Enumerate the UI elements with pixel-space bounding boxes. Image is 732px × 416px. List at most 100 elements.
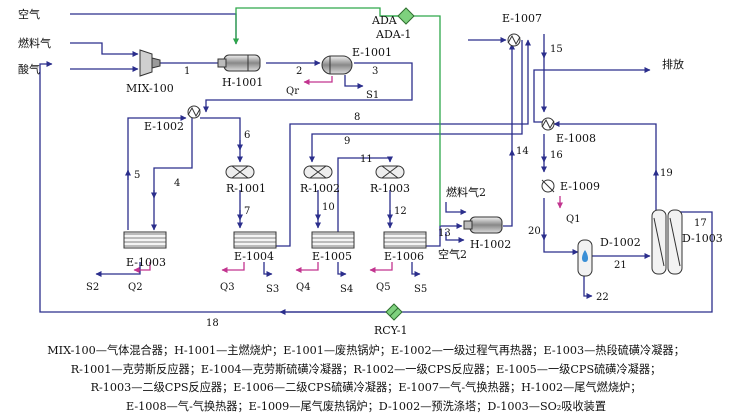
unit-r1003-label: R-1003 <box>370 182 410 195</box>
unit-h1002-label: H-1002 <box>470 238 511 251</box>
stream-1-label: 1 <box>184 66 190 77</box>
vent-line <box>534 70 650 122</box>
adjuster-ada1 <box>398 8 414 24</box>
legend-line-2: R-1001—克劳斯反应器；E-1004—克劳斯硫磺冷凝器；R-1002—一级C… <box>0 361 732 380</box>
fuel-gas2-line <box>446 202 466 212</box>
stream-6-label: 6 <box>244 130 250 141</box>
heat-Q3-label: Q3 <box>220 282 235 293</box>
stream-S1-line <box>345 75 363 86</box>
condenser-e1005 <box>312 232 354 248</box>
heat-Q4-label: Q4 <box>296 282 311 293</box>
unit-rcy1-label: RCY-1 <box>374 324 407 337</box>
unit-e1001-label: E-1001 <box>352 46 392 59</box>
fuel-gas2-label: 燃料气2 <box>446 185 486 199</box>
heat-Q4-line <box>296 262 318 270</box>
stream-9-label: 9 <box>344 136 350 147</box>
boiler-e1001 <box>322 56 352 74</box>
acid-gas-input-label: 酸气 <box>18 62 40 76</box>
stream-16-label: 16 <box>550 150 563 161</box>
heat-Qr-label: Qr <box>286 86 299 97</box>
unit-e1003-label: E-1003 <box>126 256 166 269</box>
heater-e1002 <box>188 106 200 118</box>
stream-S3-label: S3 <box>266 284 279 295</box>
stream-21-label: 21 <box>614 260 627 271</box>
unit-d1003-label: D-1003 <box>682 232 723 245</box>
stream-11-label: 11 <box>360 154 373 165</box>
stream-8-label: 8 <box>354 112 360 123</box>
heat-Q5-label: Q5 <box>376 282 391 293</box>
legend-line-1: MIX-100—气体混合器；H-1001—主燃烧炉；E-1001—废热锅炉；E-… <box>0 342 732 361</box>
unit-mix100-label: MIX-100 <box>126 82 174 95</box>
stream-7-label: 7 <box>244 206 250 217</box>
heat-Q5-line <box>370 262 392 270</box>
heat-Qr-line <box>304 76 332 82</box>
legend-line-3: R-1003—二级CPS反应器；E-1006—二级CPS硫磺冷凝器；E-1007… <box>0 379 732 398</box>
reactor-r1001 <box>226 166 254 178</box>
unit-e1008-label: E-1008 <box>556 132 596 145</box>
stream-6-line <box>200 118 240 162</box>
stream-13-label: 13 <box>438 228 451 239</box>
stream-4-label: 4 <box>174 178 180 189</box>
unit-e1006-label: E-1006 <box>384 250 424 263</box>
stream-4-line <box>154 118 192 230</box>
stream-S2-label: S2 <box>86 282 99 293</box>
heat-Q3-line <box>222 262 244 270</box>
condenser-e1004 <box>234 232 276 248</box>
process-flow-diagram: 空气 燃料气 酸气 排放 MIX-100 ADA ADA-1 H-1001 E-… <box>0 0 732 340</box>
recycle-rcy1 <box>386 304 402 320</box>
fuel-gas-input-label: 燃料气 <box>18 36 51 50</box>
unit-r1002-label: R-1002 <box>300 182 340 195</box>
furnace-h1001 <box>218 55 260 71</box>
absorber-d1003 <box>652 210 682 274</box>
unit-e1002-label: E-1002 <box>144 120 184 133</box>
stream-22-line <box>584 276 592 296</box>
scrubber-d1002 <box>578 240 592 276</box>
stream-12-label: 12 <box>394 206 407 217</box>
unit-d1002-label: D-1002 <box>600 236 641 249</box>
unit-r1001-label: R-1001 <box>226 182 266 195</box>
heat-Q1-label: Q1 <box>566 214 581 225</box>
unit-h1001-label: H-1001 <box>222 76 263 89</box>
stream-5-label: 5 <box>134 170 140 181</box>
stream-2-label: 2 <box>296 66 302 77</box>
fuel-gas-feed-line <box>70 43 138 54</box>
stream-14-line <box>503 44 512 226</box>
stream-22-label: 22 <box>596 292 609 303</box>
stream-S5-line <box>412 262 420 274</box>
stream-19-label: 19 <box>660 168 673 179</box>
incinerator-h1002 <box>464 217 502 233</box>
unit-e1007-label: E-1007 <box>502 12 542 25</box>
air-feed-line <box>70 14 236 44</box>
exchanger-e1007 <box>508 34 520 46</box>
stream-18-label: 18 <box>206 318 219 329</box>
stream-3-label: 3 <box>372 66 378 77</box>
unit-ada1-label: ADA-1 <box>375 28 411 41</box>
condenser-e1006 <box>384 232 426 248</box>
exchanger-e1008 <box>542 118 554 130</box>
air2-label: 空气2 <box>438 247 467 261</box>
unit-e1005-label: E-1005 <box>312 250 352 263</box>
reactor-r1002 <box>304 166 332 178</box>
unit-e1004-label: E-1004 <box>234 250 274 263</box>
equipment-legend: MIX-100—气体混合器；H-1001—主燃烧炉；E-1001—废热锅炉；E-… <box>0 342 732 416</box>
stream-14-label: 14 <box>516 146 529 157</box>
stream-S3-line <box>264 262 272 274</box>
legend-line-4: E-1008—气-气换热器；E-1009—尾气废热锅炉；D-1002—预洗涤塔；… <box>0 398 732 416</box>
unit-e1009-label: E-1009 <box>560 180 600 193</box>
air-input-label: 空气 <box>18 7 40 21</box>
unit-ada1-mark: ADA <box>371 14 398 27</box>
reactor-r1003 <box>376 166 404 178</box>
stream-S1-label: S1 <box>366 90 379 101</box>
mixer-mix100 <box>140 50 160 76</box>
stream-S5-label: S5 <box>414 284 427 295</box>
vent-output-label: 排放 <box>662 57 684 71</box>
stream-17-label: 17 <box>694 218 707 229</box>
boiler-e1009 <box>542 180 554 192</box>
stream-15-label: 15 <box>550 44 563 55</box>
stream-20-label: 20 <box>528 226 541 237</box>
stream-10-label: 10 <box>322 202 335 213</box>
stream-20-line <box>544 198 578 252</box>
condenser-e1003 <box>124 232 166 248</box>
heat-Q2-label: Q2 <box>128 282 143 293</box>
stream-S4-label: S4 <box>340 284 353 295</box>
